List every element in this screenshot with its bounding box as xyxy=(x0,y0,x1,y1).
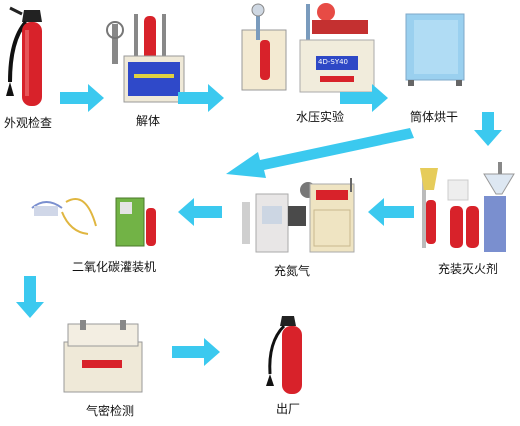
arrow-right-2 xyxy=(178,84,224,112)
step-label: 出厂 xyxy=(276,402,301,416)
arrow-down-2 xyxy=(16,276,44,318)
arrow-left-2 xyxy=(178,198,222,226)
step-label: 二氧化碳灌装机 xyxy=(72,260,157,274)
step-hydro: 4D-SY40 水压实验 xyxy=(234,0,384,130)
step-leak: 气密检测 xyxy=(60,318,160,420)
step-ship: 出厂 xyxy=(254,310,324,420)
step-inspect: 外观检查 xyxy=(0,0,60,130)
co2-extinguisher-image xyxy=(6,6,42,106)
step-label: 解体 xyxy=(136,114,161,128)
finished-extinguisher-image xyxy=(266,316,302,394)
step-label: 水压实验 xyxy=(296,110,345,124)
step-label: 外观检查 xyxy=(4,116,53,130)
hydro-test-machine-image xyxy=(241,3,375,93)
step-label: 充装灭火剂 xyxy=(438,262,499,276)
leak-test-tank-image xyxy=(63,320,143,393)
nitrogen-charging-machine-image xyxy=(242,178,355,253)
drying-cabinet-image xyxy=(405,13,465,86)
arrow-down-1 xyxy=(474,112,502,146)
arrow-right-3 xyxy=(340,84,388,112)
hydro-panel-label: 4D-SY40 xyxy=(318,58,348,66)
arrow-right-4 xyxy=(172,338,220,366)
step-label: 气密检测 xyxy=(86,404,135,418)
step-co2: 二氧化碳灌装机 xyxy=(26,186,166,278)
co2-filling-machine-image xyxy=(31,197,156,247)
arrow-diagonal xyxy=(226,128,414,178)
step-label: 充氮气 xyxy=(274,264,311,278)
step-label: 筒体烘干 xyxy=(410,110,459,124)
step-fill-agent: 充装灭火剂 xyxy=(418,160,520,278)
step-disassemble: 解体 xyxy=(104,6,194,130)
arrow-left-1 xyxy=(368,198,414,226)
step-nitrogen: 充氮气 xyxy=(238,176,368,278)
agent-filling-machine-image xyxy=(420,162,515,252)
arrow-right-1 xyxy=(60,84,104,112)
step-dry: 筒体烘干 xyxy=(400,6,490,130)
disassembly-machine-image xyxy=(106,14,185,103)
